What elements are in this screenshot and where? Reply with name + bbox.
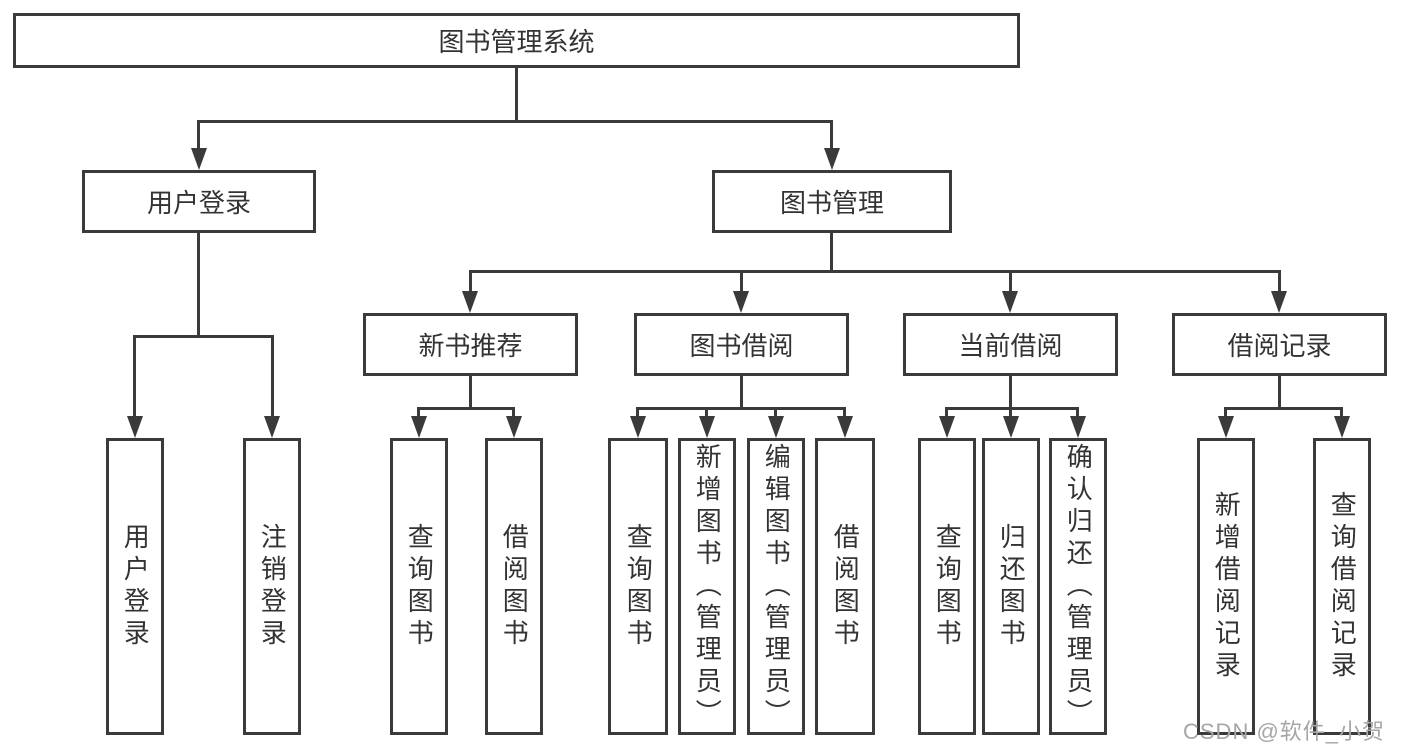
connector-leaf-drop (271, 335, 274, 418)
node-book-borrow: 图书借阅 (634, 313, 849, 376)
node-new-book-recommend-label: 新书推荐 (418, 331, 523, 361)
arrow-down-icon (1334, 416, 1350, 438)
leaf-edit-books-admin-label: 编辑图书（管理员） (761, 442, 792, 731)
arrow-down-icon (1218, 416, 1234, 438)
node-current-borrow-label: 当前借阅 (958, 331, 1063, 361)
leaf-user-login: 用户登录 (106, 438, 164, 735)
connector-book-mgmt-drop (830, 120, 833, 150)
leaf-borrow-books: 借阅图书 (815, 438, 875, 735)
leaf-query-books-borrow: 查询图书 (608, 438, 668, 735)
arrow-down-icon (191, 148, 207, 170)
leaf-return-books-label: 归还图书 (996, 522, 1027, 651)
connector-user-login-drop (197, 120, 200, 150)
connector-leaf-drop (1340, 407, 1343, 418)
leaf-borrow-books-label: 借阅图书 (830, 522, 861, 651)
leaf-query-books-current-label: 查询图书 (932, 522, 963, 651)
leaf-borrow-books-recommend-label: 借阅图书 (499, 522, 530, 651)
leaf-add-books-admin: 新增图书（管理员） (678, 438, 736, 735)
connector-leaf-drop (843, 407, 846, 418)
leaf-confirm-return-admin-label: 确认归还（管理员） (1063, 442, 1094, 731)
leaf-logout-label: 注销登录 (257, 522, 288, 651)
leaf-borrow-books-recommend: 借阅图书 (485, 438, 543, 735)
leaf-query-books-recommend-label: 查询图书 (404, 522, 435, 651)
node-user-login: 用户登录 (82, 170, 316, 233)
leaf-query-borrow-record-label: 查询借阅记录 (1327, 490, 1358, 683)
arrow-down-icon (127, 416, 143, 438)
connector-new-book-bus (417, 407, 515, 410)
connector-leaf-drop (636, 407, 639, 418)
node-current-borrow: 当前借阅 (903, 313, 1118, 376)
connector-root-stub (515, 68, 518, 120)
arrow-down-icon (824, 148, 840, 170)
arrow-down-icon (630, 416, 646, 438)
leaf-query-books-recommend: 查询图书 (390, 438, 448, 735)
leaf-user-login-label: 用户登录 (120, 522, 151, 651)
connector-level3-bus (469, 270, 1281, 273)
leaf-add-books-admin-label: 新增图书（管理员） (692, 442, 723, 731)
arrow-down-icon (699, 416, 715, 438)
connector-records-bus (1224, 407, 1343, 410)
node-book-borrow-label: 图书借阅 (689, 331, 794, 361)
arrow-down-icon (462, 291, 478, 313)
node-new-book-recommend: 新书推荐 (363, 313, 578, 376)
connector-leaf-drop (774, 407, 777, 418)
connector-leaf-drop (133, 335, 136, 418)
arrow-down-icon (837, 416, 853, 438)
leaf-edit-books-admin: 编辑图书（管理员） (747, 438, 805, 735)
arrow-down-icon (1002, 291, 1018, 313)
connector-book-mgmt-stub (830, 233, 833, 270)
leaf-query-books-current: 查询图书 (918, 438, 976, 735)
node-borrow-records: 借阅记录 (1172, 313, 1387, 376)
arrow-down-icon (768, 416, 784, 438)
connector-user-login-stub (197, 233, 200, 335)
leaf-query-books-borrow-label: 查询图书 (623, 522, 654, 651)
arrow-down-icon (1003, 416, 1019, 438)
connector-book-borrow-bus (636, 407, 846, 410)
arrow-down-icon (411, 416, 427, 438)
arrow-down-icon (939, 416, 955, 438)
node-root-label: 图书管理系统 (438, 27, 595, 57)
arrow-down-icon (1271, 291, 1287, 313)
node-borrow-records-label: 借阅记录 (1227, 331, 1332, 361)
connector-book-borrow-stub (740, 376, 743, 407)
leaf-add-borrow-record: 新增借阅记录 (1197, 438, 1255, 735)
connector-current-stub (1009, 376, 1012, 407)
connector-new-book-drop (469, 270, 472, 293)
leaf-return-books: 归还图书 (982, 438, 1040, 735)
connector-leaf-drop (417, 407, 420, 418)
arrow-down-icon (733, 291, 749, 313)
connector-leaf-drop (1076, 407, 1079, 418)
connector-leaf-drop (1009, 407, 1012, 418)
connector-records-drop (1278, 270, 1281, 293)
connector-new-book-stub (469, 376, 472, 407)
arrow-down-icon (264, 416, 280, 438)
connector-borrow-drop (740, 270, 743, 293)
leaf-logout: 注销登录 (243, 438, 301, 735)
connector-leaf-drop (1224, 407, 1227, 418)
connector-current-drop (1009, 270, 1012, 293)
node-book-management-label: 图书管理 (779, 188, 884, 218)
node-book-management: 图书管理 (712, 170, 952, 233)
node-user-login-label: 用户登录 (146, 188, 251, 218)
leaf-confirm-return-admin: 确认归还（管理员） (1049, 438, 1107, 735)
connector-records-stub (1278, 376, 1281, 407)
arrow-down-icon (506, 416, 522, 438)
node-root: 图书管理系统 (13, 13, 1020, 68)
csdn-watermark: CSDN @软件_小贺同学 (1183, 719, 1386, 744)
leaf-query-borrow-record: 查询借阅记录 (1313, 438, 1371, 735)
connector-leaf-drop (945, 407, 948, 418)
arrow-down-icon (1070, 416, 1086, 438)
leaf-add-borrow-record-label: 新增借阅记录 (1211, 490, 1242, 683)
connector-user-login-bus (133, 335, 274, 338)
connector-leaf-drop (512, 407, 515, 418)
connector-leaf-drop (705, 407, 708, 418)
connector-level2-bus (197, 120, 833, 123)
connector-current-bus (945, 407, 1079, 410)
